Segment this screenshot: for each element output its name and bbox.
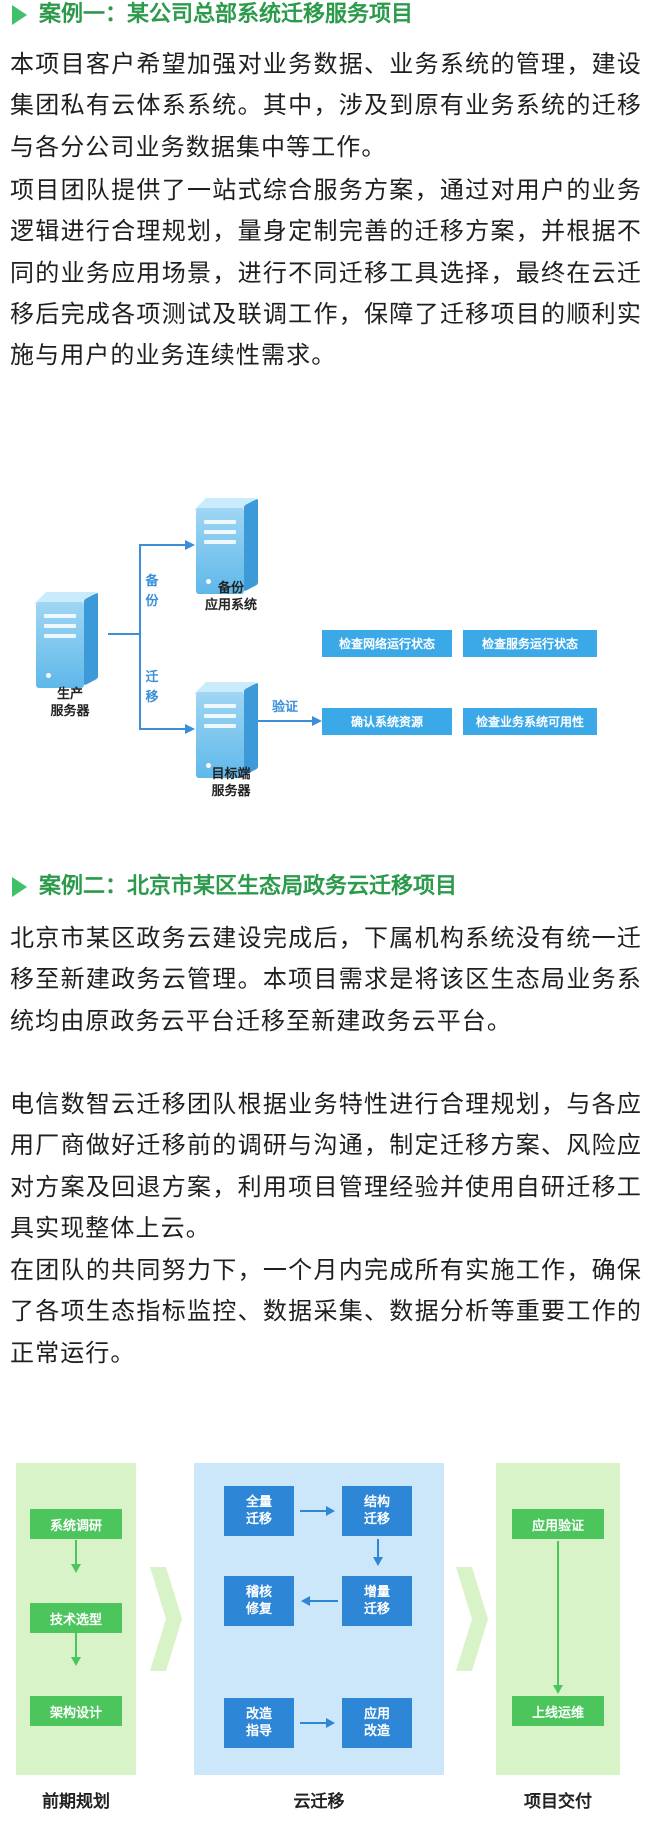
phase1-step: 架构设计 — [30, 1696, 122, 1726]
arrow-right-icon — [326, 1718, 335, 1728]
phase1-label: 前期规划 — [42, 1792, 110, 1812]
arrow-right-icon — [326, 1506, 335, 1516]
check-box: 确认系统资源 — [322, 708, 452, 735]
diagram2-connectors — [71, 1506, 563, 1728]
chevron-right-icon — [456, 1567, 488, 1671]
arrow-left-icon — [301, 1596, 310, 1606]
case2-process-diagram: 系统调研 技术选型 架构设计 全量 迁移 结构 迁移 稽核 修复 增量 迁移 改… — [0, 1457, 648, 1826]
phase2-label: 云迁移 — [293, 1792, 345, 1812]
arrow-down-icon — [553, 1685, 563, 1694]
phase3-step: 应用验证 — [512, 1509, 604, 1539]
case2-paragraph-1: 北京市某区政务云建设完成后，下属机构系统没有统一迁移至新建政务云管理。本项目需求… — [10, 924, 642, 1035]
backup-edge-label: 备 份 — [145, 574, 159, 609]
migrate-edge-label: 迁 移 — [145, 670, 159, 705]
phase2-step: 稽核 修复 — [224, 1576, 294, 1626]
arrow-right-icon — [185, 724, 195, 734]
case1-paragraph-2: 项目团队提供了一站式综合服务方案，通过对用户的业务逻辑进行合理规划，量身定制完善… — [10, 176, 642, 370]
phase2-step: 结构 迁移 — [342, 1486, 412, 1536]
case2-title: 案例二：北京市某区生态局政务云迁移项目 — [39, 874, 458, 899]
source-server-label: 生产 服务器 — [50, 687, 90, 719]
source-server-icon — [30, 592, 102, 690]
phase2-step: 应用 改造 — [342, 1698, 412, 1748]
phase2-step: 增量 迁移 — [342, 1576, 412, 1626]
target-server-icon — [190, 682, 262, 780]
play-triangle-icon — [12, 5, 27, 25]
case1-heading: 案例一：某公司总部系统迁移服务项目 — [6, 0, 420, 34]
arrow-right-icon — [185, 540, 195, 550]
case1-paragraph-1: 本项目客户希望加强对业务数据、业务系统的管理，建设集团私有云体系系统。其中，涉及… — [10, 50, 642, 161]
play-triangle-icon — [12, 877, 27, 897]
backup-server-icon — [190, 498, 262, 596]
check-box: 检查业务系统可用性 — [463, 708, 597, 735]
chevron-right-icon — [150, 1567, 182, 1671]
case2-paragraph-2: 电信数智云迁移团队根据业务特性进行合理规划，与各应用厂商做好迁移前的调研与沟通，… — [10, 1090, 642, 1242]
arrow-down-icon — [373, 1557, 383, 1566]
case2-heading: 案例二：北京市某区生态局政务云迁移项目 — [6, 868, 464, 906]
backup-server-label: 备份 应用系统 — [204, 581, 257, 613]
verify-edge-label: 验证 — [272, 700, 299, 715]
arrow-down-icon — [71, 1657, 81, 1666]
arrow-down-icon — [71, 1564, 81, 1573]
diagram1-connectors — [108, 540, 322, 734]
phase2-step: 改造 指导 — [224, 1698, 294, 1748]
case1-title: 案例一：某公司总部系统迁移服务项目 — [39, 2, 414, 27]
phase3-step: 上线运维 — [512, 1696, 604, 1726]
phase1-step: 系统调研 — [30, 1509, 122, 1539]
case1-migration-diagram: 生产 服务器 备份 应用系统 目标端 服务器 备 份 迁 移 验证 检查网络运行… — [0, 490, 648, 820]
check-box: 检查服务运行状态 — [463, 630, 597, 657]
phase2-step: 全量 迁移 — [224, 1486, 294, 1536]
case2-paragraph-3: 在团队的共同努力下，一个月内完成所有实施工作，确保了各项生态指标监控、数据采集、… — [10, 1256, 642, 1367]
check-box: 检查网络运行状态 — [322, 630, 452, 657]
phase3-label: 项目交付 — [524, 1792, 592, 1812]
target-server-label: 目标端 服务器 — [211, 767, 251, 799]
phase1-step: 技术选型 — [30, 1603, 122, 1633]
arrow-right-icon — [312, 716, 322, 726]
